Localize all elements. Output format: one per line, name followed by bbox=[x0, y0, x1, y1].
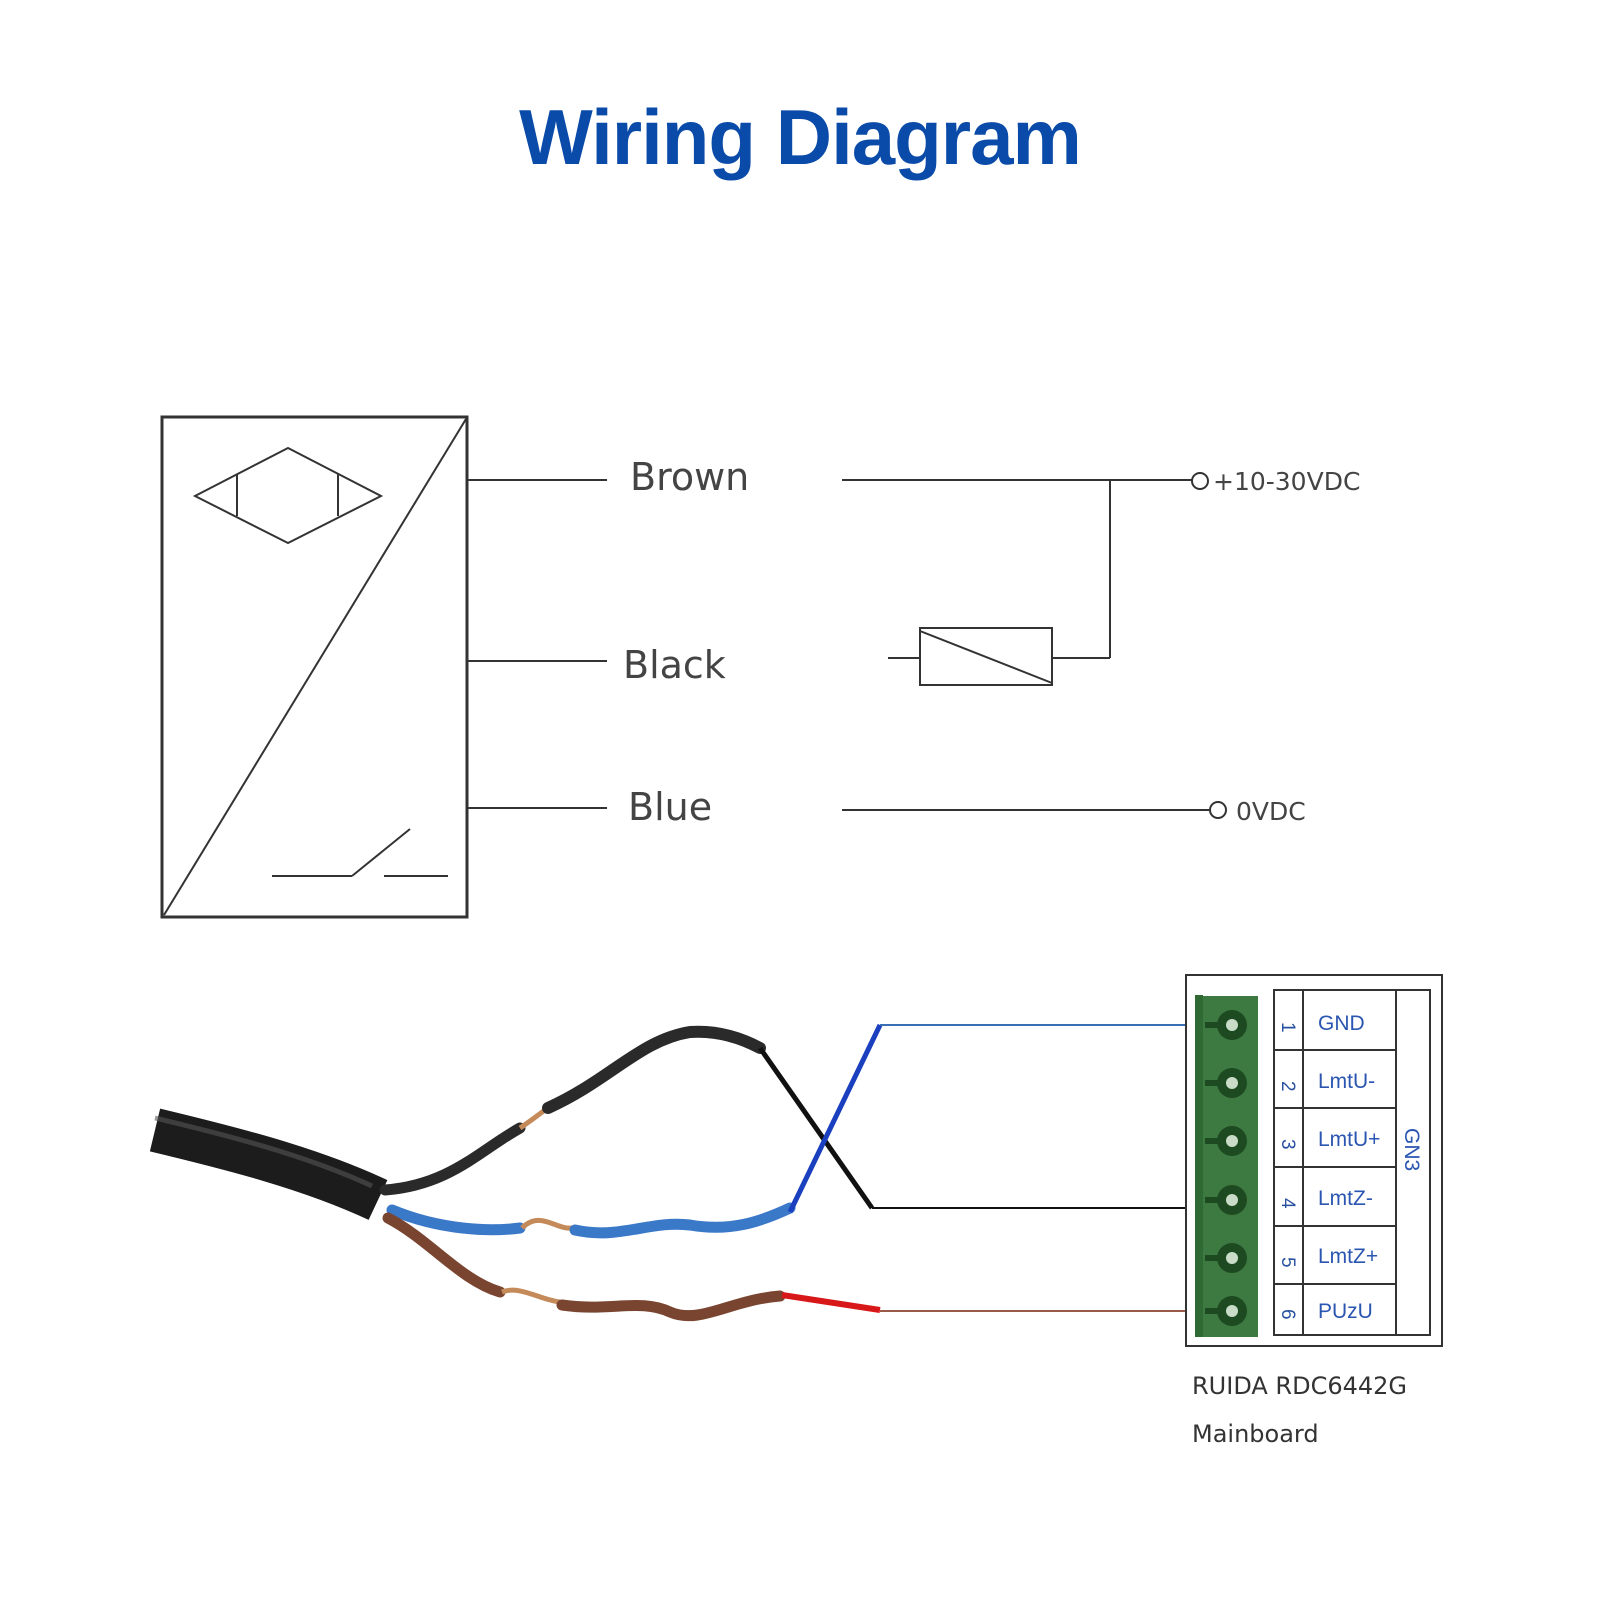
switch-contact-icon bbox=[272, 828, 448, 877]
pin-2-name: LmtU- bbox=[1318, 1070, 1375, 1093]
coil-diamond-icon bbox=[192, 446, 384, 545]
blue-connection bbox=[787, 1023, 883, 1214]
pin-5-name: LmtZ+ bbox=[1318, 1245, 1378, 1268]
sensor-symbol bbox=[160, 415, 469, 919]
black-wire bbox=[379, 1122, 526, 1196]
pin-2-number: 2 bbox=[1277, 1081, 1298, 1092]
connector-name: GN3 bbox=[1400, 1128, 1423, 1171]
pin-1-number: 1 bbox=[1277, 1022, 1298, 1033]
page-title: Wiring Diagram bbox=[519, 93, 1082, 181]
sensor-cable bbox=[149, 1023, 1215, 1322]
board-type: Mainboard bbox=[1192, 1420, 1319, 1448]
supply-positive-label: +10-30VDC bbox=[1213, 467, 1360, 496]
blue-wire bbox=[386, 1204, 526, 1236]
pin-6-number: 6 bbox=[1277, 1309, 1298, 1320]
pin-1-name: GND bbox=[1318, 1012, 1365, 1035]
pin-4-number: 4 bbox=[1277, 1198, 1298, 1209]
pin-4-name: LmtZ- bbox=[1318, 1187, 1373, 1210]
terminal-negative-icon bbox=[1209, 801, 1227, 819]
connector-block: 1 2 3 4 5 6 GND LmtU- LmtU+ LmtZ- LmtZ+ … bbox=[1185, 974, 1443, 1347]
black-connection bbox=[757, 1046, 875, 1210]
label-blue: Blue bbox=[628, 785, 712, 829]
label-black: Black bbox=[623, 643, 726, 687]
pin-3-name: LmtU+ bbox=[1318, 1128, 1380, 1151]
supply-negative-label: 0VDC bbox=[1236, 797, 1306, 826]
terminal-positive-icon bbox=[1191, 472, 1209, 490]
red-connection bbox=[781, 1292, 881, 1313]
label-brown: Brown bbox=[630, 455, 749, 499]
brown-wire bbox=[382, 1212, 506, 1298]
terminal-screws bbox=[1205, 1010, 1247, 1326]
pin-5-number: 5 bbox=[1277, 1257, 1298, 1268]
pin-6-name: PUzU bbox=[1318, 1300, 1373, 1323]
pin-3-number: 3 bbox=[1277, 1139, 1298, 1150]
board-model: RUIDA RDC6442G bbox=[1192, 1372, 1407, 1400]
load-relay-icon bbox=[888, 627, 1053, 686]
